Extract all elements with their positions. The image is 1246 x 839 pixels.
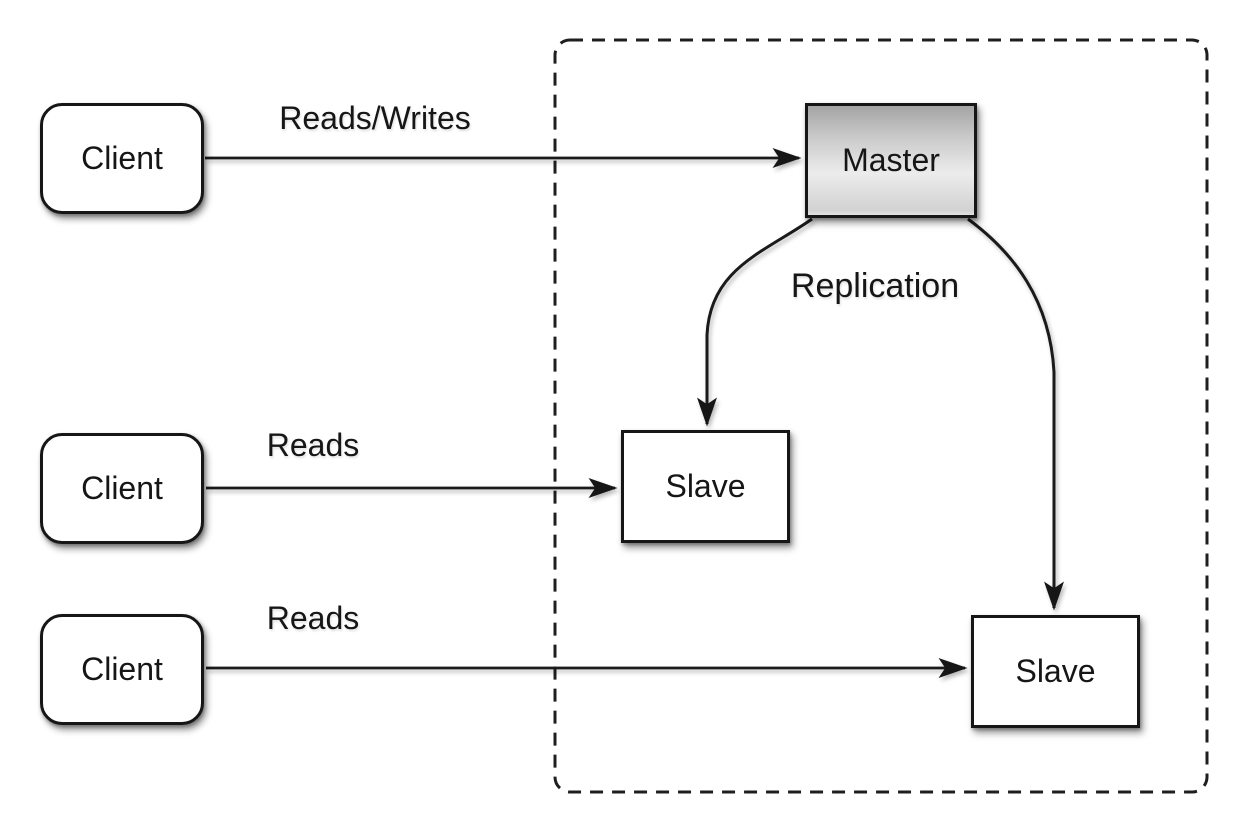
replication-label: Replication: [790, 267, 960, 305]
replication-arrow-right: [967, 217, 1064, 611]
slave-node-2: Slave: [971, 615, 1140, 728]
client-node-1: Client: [40, 103, 204, 214]
reads-writes-label: Reads/Writes: [279, 100, 471, 136]
master-node-label: Master: [842, 142, 940, 178]
master-node: Master: [805, 103, 977, 218]
client-node-3-label: Client: [81, 651, 163, 687]
replication-boundary-dashed-border: [553, 38, 1209, 794]
reads-top-label: Reads: [266, 427, 360, 463]
slave-node-2-label: Slave: [1015, 653, 1096, 689]
reads-bottom-label: Reads: [266, 600, 360, 636]
client-node-3: Client: [40, 614, 204, 725]
client-node-2-label: Client: [81, 470, 163, 506]
client-node-2: Client: [40, 433, 204, 544]
slave-node-1-label: Slave: [665, 468, 746, 504]
slave-node-1: Slave: [621, 430, 790, 543]
replication-arrow-left: [697, 217, 813, 427]
client-node-1-label: Client: [81, 140, 163, 176]
